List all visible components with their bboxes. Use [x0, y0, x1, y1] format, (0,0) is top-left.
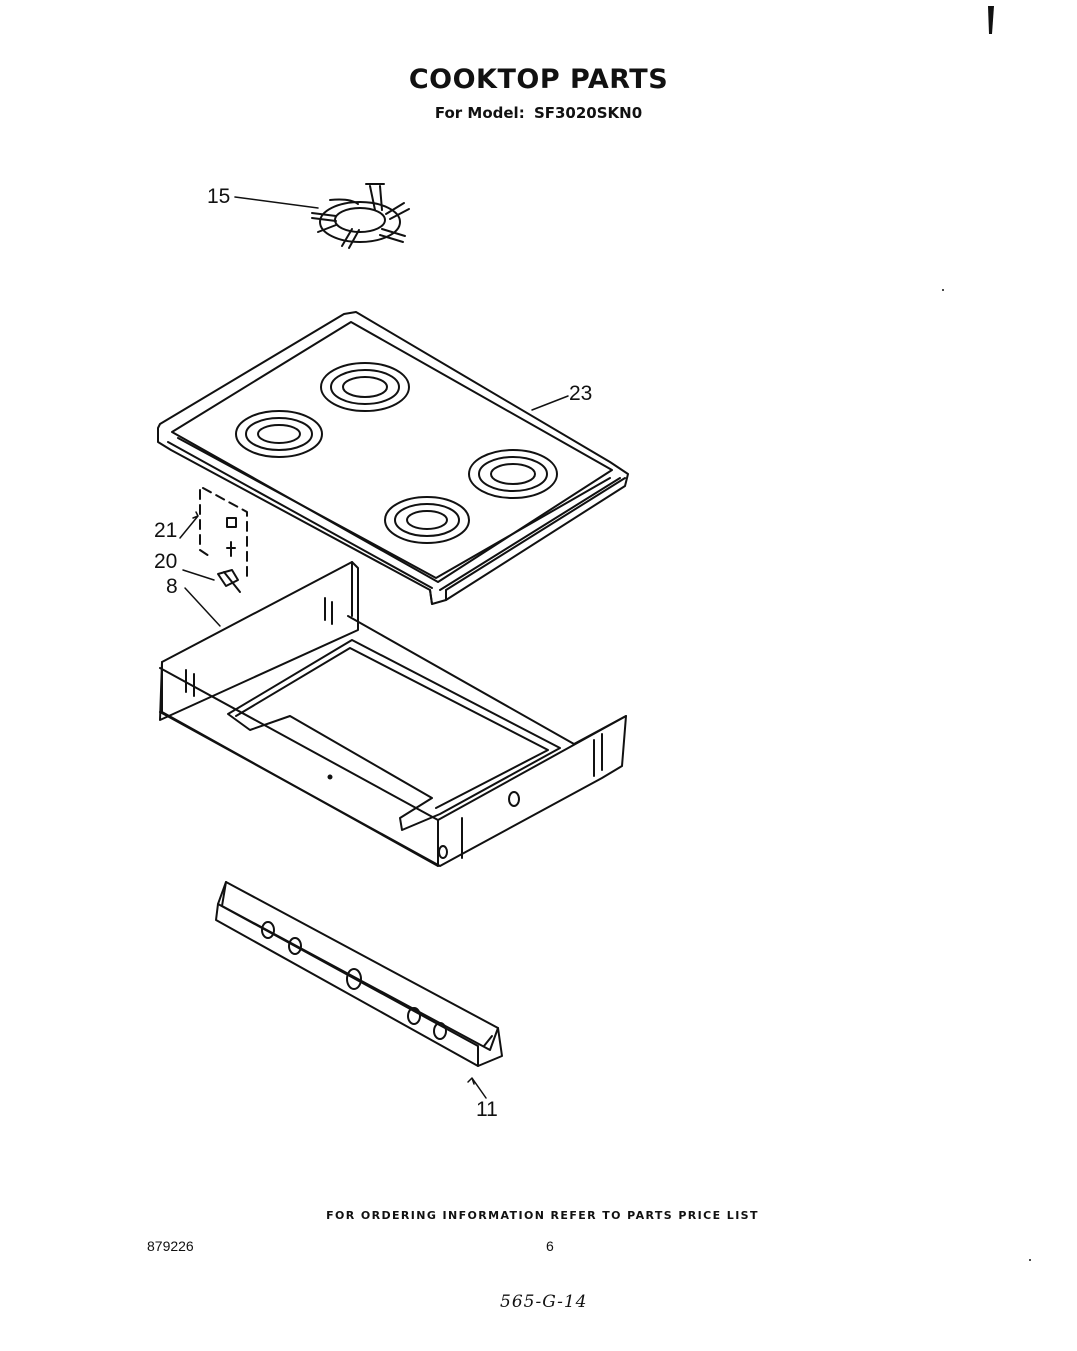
- ordering-note: FOR ORDERING INFORMATION REFER TO PARTS …: [326, 1209, 759, 1222]
- callout-15: 15: [207, 185, 231, 208]
- callout-20: 20: [154, 550, 178, 573]
- handwritten-code: 565-G-14: [500, 1292, 588, 1312]
- control-panel-drawing: [215, 881, 503, 1067]
- fastener-detail-drawing: [199, 487, 248, 593]
- callout-21: 21: [154, 519, 178, 542]
- leader-lines: [179, 196, 569, 1099]
- callout-8: 8: [166, 575, 178, 598]
- document-number: 879226: [147, 1238, 194, 1254]
- burner-box-drawing: [159, 561, 627, 867]
- callout-23: 23: [569, 382, 593, 405]
- cooktop-drawing: [157, 311, 629, 605]
- model-number: SF3020SKN0: [533, 104, 643, 122]
- scan-speck: [1029, 1259, 1031, 1261]
- callout-11: 11: [476, 1098, 498, 1121]
- model-line: For Model: SF3020SKN0: [0, 104, 1077, 122]
- corner-mark: [988, 6, 994, 34]
- page-title: COOKTOP PARTS: [408, 64, 669, 95]
- page-number: 6: [546, 1238, 554, 1254]
- model-label: For Model:: [434, 104, 525, 122]
- scan-speck: [942, 289, 944, 291]
- burner-grate-drawing: [311, 183, 410, 249]
